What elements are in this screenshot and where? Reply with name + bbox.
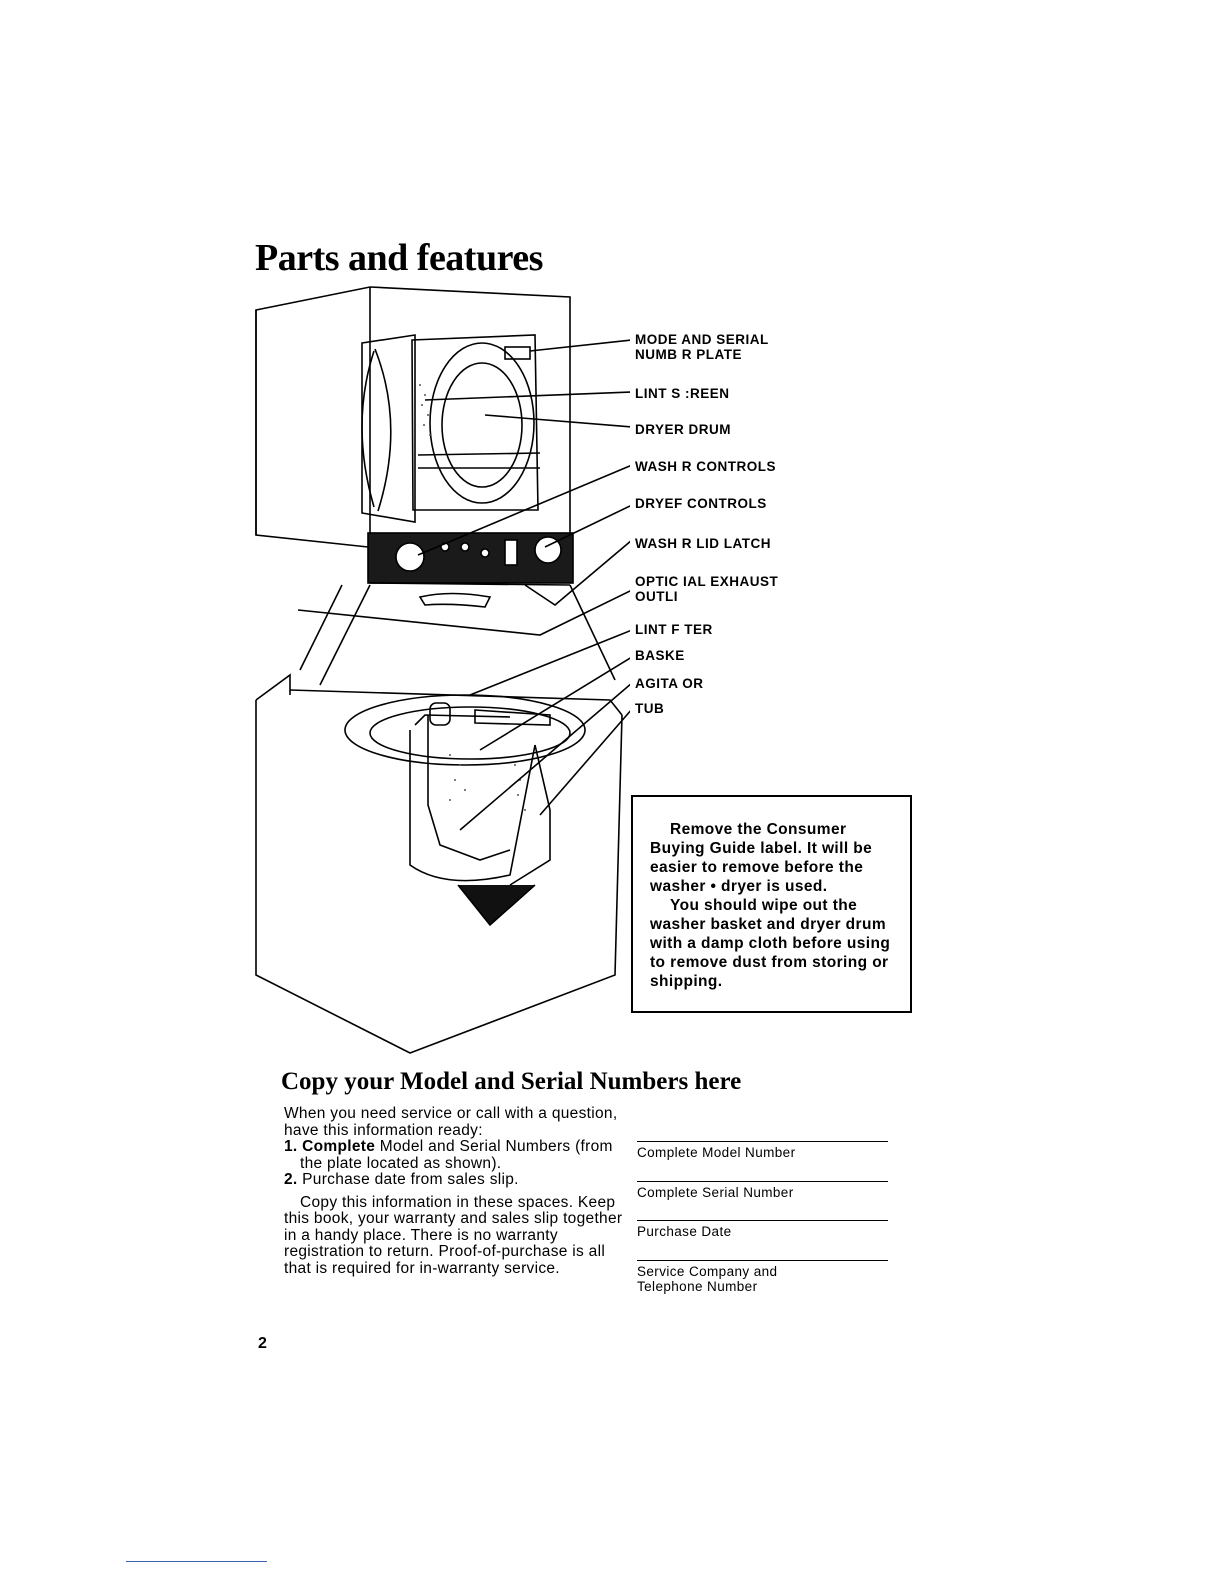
washer-dryer-illustration — [255, 286, 630, 1054]
label-lint-filter: LINT F TER — [635, 622, 713, 637]
label-basket: BASKE — [635, 648, 685, 663]
label-dryer-drum: DRYER DRUM — [635, 422, 731, 437]
note-paragraph: You should wipe out the washer basket an… — [650, 897, 891, 990]
label-dryer-controls: DRYEF CONTROLS — [635, 496, 767, 511]
instructions: When you need service or call with a que… — [284, 1105, 634, 1277]
section-heading: Copy your Model and Serial Numbers here — [281, 1068, 742, 1095]
serial-number-field[interactable]: Complete Serial Number — [637, 1181, 888, 1200]
label-washer-lid-latch: WASH R LID LATCH — [635, 536, 771, 551]
page-number: 2 — [258, 1335, 267, 1352]
label-model-serial-plate: MODE AND SERIAL NUMB R PLATE — [635, 332, 769, 362]
note-text: Remove the Consumer Buying Guide label. … — [650, 820, 902, 991]
label-optional-exhaust: OPTIC IAL EXHAUST OUTLI — [635, 574, 779, 604]
intro-text: When you need service or call with a que… — [284, 1105, 618, 1139]
list-item: 2. Purchase date from sales slip. — [284, 1171, 519, 1188]
note-box: Remove the Consumer Buying Guide label. … — [631, 795, 912, 1013]
list-item: 1. Complete Model and Serial Numbers (fr… — [284, 1138, 613, 1172]
label-lint-screen: LINT S :REEN — [635, 386, 730, 401]
note-paragraph: Remove the Consumer Buying Guide label. … — [650, 821, 873, 895]
footer-rule — [126, 1561, 267, 1562]
label-washer-controls: WASH R CONTROLS — [635, 459, 776, 474]
instruction-list: 1. Complete Model and Serial Numbers (fr… — [284, 1138, 634, 1189]
info-paragraph: Copy this information in these spaces. K… — [284, 1193, 623, 1277]
label-tub: TUB — [635, 701, 665, 716]
page-title: Parts and features — [255, 237, 543, 279]
purchase-date-field[interactable]: Purchase Date — [637, 1220, 888, 1239]
label-agitator: AGITA OR — [635, 676, 704, 691]
service-company-field[interactable]: Service Company and Telephone Number — [637, 1260, 888, 1294]
model-number-field[interactable]: Complete Model Number — [637, 1141, 888, 1160]
